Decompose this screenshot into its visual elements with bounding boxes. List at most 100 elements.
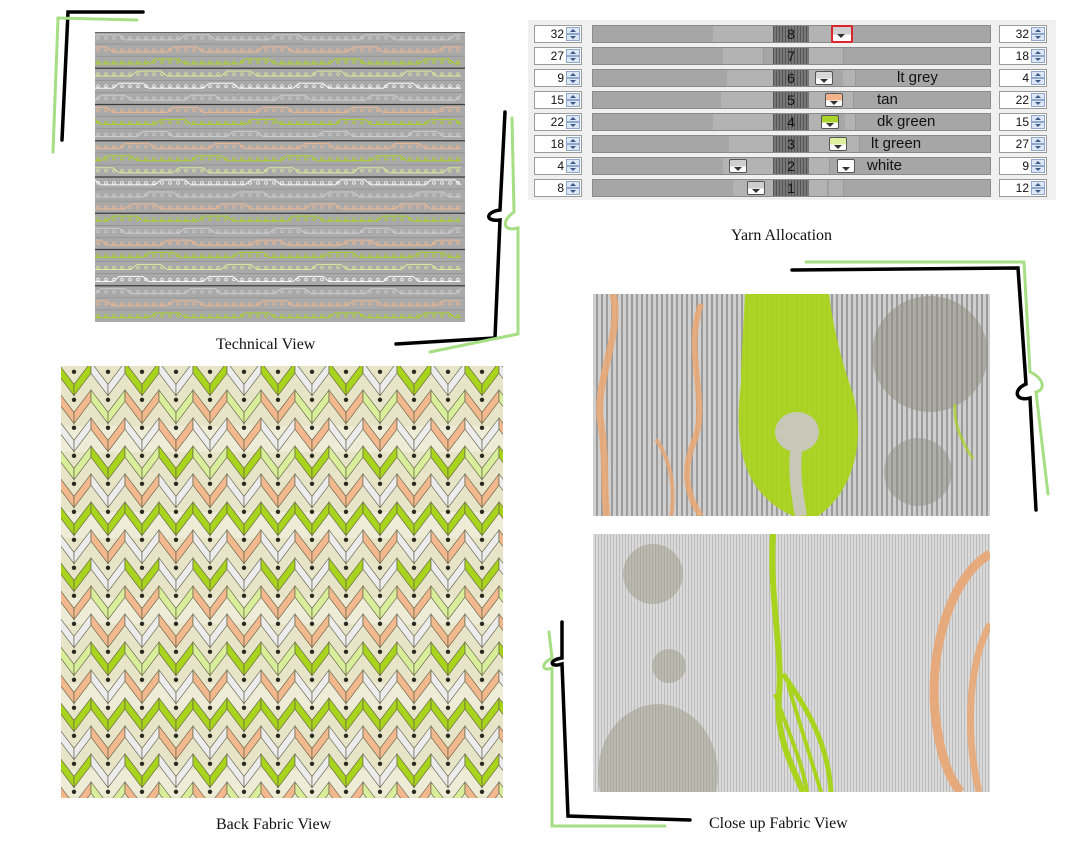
spinner-down-arrow-icon[interactable] xyxy=(566,166,580,173)
spinner-down-arrow-icon[interactable] xyxy=(1031,78,1045,85)
spinner-arrows[interactable] xyxy=(1031,115,1045,129)
technical-stitch-loop xyxy=(280,120,284,125)
spinner-arrows[interactable] xyxy=(566,137,580,151)
yarn-carrier-icon[interactable] xyxy=(829,137,847,151)
technical-stitch-loop xyxy=(440,301,444,306)
yarn-right-value-spinner-3[interactable]: 27 xyxy=(999,135,1047,153)
yarn-carrier-icon[interactable] xyxy=(747,181,765,195)
technical-stitch-loop xyxy=(192,48,196,52)
spinner-up-arrow-icon[interactable] xyxy=(1031,115,1045,122)
spinner-up-arrow-icon[interactable] xyxy=(1031,137,1045,144)
spinner-down-arrow-icon[interactable] xyxy=(566,144,580,151)
spinner-down-arrow-icon[interactable] xyxy=(1031,144,1045,151)
spinner-arrows[interactable] xyxy=(1031,159,1045,173)
technical-stitch-loop xyxy=(176,60,180,64)
yarn-right-value-spinner-7[interactable]: 18 xyxy=(999,47,1047,65)
spinner-up-arrow-icon[interactable] xyxy=(566,49,580,56)
spinner-down-arrow-icon[interactable] xyxy=(1031,34,1045,41)
feeder-bar-segment xyxy=(845,114,856,130)
spinner-arrows[interactable] xyxy=(566,71,580,85)
spinner-arrows[interactable] xyxy=(1031,27,1045,41)
spinner-up-arrow-icon[interactable] xyxy=(566,159,580,166)
spinner-up-arrow-icon[interactable] xyxy=(1031,159,1045,166)
spinner-up-arrow-icon[interactable] xyxy=(566,181,580,188)
technical-stitch-loop xyxy=(248,289,252,294)
spinner-arrows[interactable] xyxy=(566,159,580,173)
spinner-up-arrow-icon[interactable] xyxy=(1031,71,1045,78)
yarn-left-value-spinner-6[interactable]: 9 xyxy=(534,69,582,87)
spinner-up-arrow-icon[interactable] xyxy=(1031,181,1045,188)
technical-stitch-loop xyxy=(280,241,284,246)
yarn-right-value-spinner-1[interactable]: 12 xyxy=(999,179,1047,197)
spinner-arrows[interactable] xyxy=(1031,71,1045,85)
spinner-down-arrow-icon[interactable] xyxy=(566,56,580,63)
yarn-left-value-spinner-5[interactable]: 15 xyxy=(534,91,582,109)
yarn-carrier-icon[interactable] xyxy=(729,159,747,173)
spinner-arrows[interactable] xyxy=(566,93,580,107)
technical-stitch-loop xyxy=(392,229,396,233)
technical-stitch-loop xyxy=(200,169,204,173)
spinner-down-arrow-icon[interactable] xyxy=(1031,188,1045,195)
spinner-up-arrow-icon[interactable] xyxy=(566,71,580,78)
yarn-feeder-bar-7[interactable]: 7 xyxy=(592,47,991,65)
technical-stitch-loop xyxy=(416,265,420,270)
spinner-arrows[interactable] xyxy=(566,49,580,63)
yarn-carrier-icon[interactable] xyxy=(825,93,843,107)
selected-yarn-carrier-icon[interactable] xyxy=(831,25,853,43)
yarn-right-value-spinner-8[interactable]: 32 xyxy=(999,25,1047,43)
spinner-down-arrow-icon[interactable] xyxy=(1031,56,1045,63)
spinner-up-arrow-icon[interactable] xyxy=(566,27,580,34)
technical-stitch-loop xyxy=(248,156,252,161)
yarn-carrier-icon[interactable] xyxy=(821,115,839,129)
yarn-left-value-spinner-4[interactable]: 22 xyxy=(534,113,582,131)
technical-stitch-loop xyxy=(432,96,436,101)
technical-yarn-path xyxy=(95,179,462,186)
spinner-arrows[interactable] xyxy=(566,27,580,41)
spinner-down-arrow-icon[interactable] xyxy=(566,34,580,41)
spinner-up-arrow-icon[interactable] xyxy=(566,115,580,122)
spinner-arrows[interactable] xyxy=(1031,93,1045,107)
technical-stitch-loop xyxy=(280,156,284,161)
technical-stitch-loop xyxy=(288,36,292,40)
yarn-carrier-icon[interactable] xyxy=(815,71,833,85)
technical-stitch-loop xyxy=(408,169,412,173)
spinner-up-arrow-icon[interactable] xyxy=(566,137,580,144)
yarn-right-value-spinner-4[interactable]: 15 xyxy=(999,113,1047,131)
spinner-arrows[interactable] xyxy=(1031,49,1045,63)
spinner-down-arrow-icon[interactable] xyxy=(566,78,580,85)
yarn-left-value-spinner-2[interactable]: 4 xyxy=(534,157,582,175)
technical-stitch-loop xyxy=(408,314,412,318)
spinner-down-arrow-icon[interactable] xyxy=(1031,166,1045,173)
yarn-feeder-bar-8[interactable]: 8 xyxy=(592,25,991,43)
technical-stitch-loop xyxy=(256,277,260,282)
yarn-feeder-bar-1[interactable]: 1 xyxy=(592,179,991,197)
yarn-left-value-spinner-3[interactable]: 18 xyxy=(534,135,582,153)
spinner-arrows[interactable] xyxy=(566,115,580,129)
spinner-up-arrow-icon[interactable] xyxy=(566,93,580,100)
spinner-up-arrow-icon[interactable] xyxy=(1031,27,1045,34)
spinner-down-arrow-icon[interactable] xyxy=(566,188,580,195)
yarn-right-value-spinner-6[interactable]: 4 xyxy=(999,69,1047,87)
yarn-carrier-icon[interactable] xyxy=(837,159,855,173)
yarn-left-value-spinner-7[interactable]: 27 xyxy=(534,47,582,65)
spinner-arrows[interactable] xyxy=(566,181,580,195)
spinner-down-arrow-icon[interactable] xyxy=(1031,122,1045,129)
yarn-right-value-spinner-5[interactable]: 22 xyxy=(999,91,1047,109)
yarn-left-value-spinner-1[interactable]: 8 xyxy=(534,179,582,197)
spinner-up-arrow-icon[interactable] xyxy=(1031,93,1045,100)
spinner-down-arrow-icon[interactable] xyxy=(566,122,580,129)
spinner-arrows[interactable] xyxy=(1031,137,1045,151)
technical-stitch-loop xyxy=(232,36,236,40)
spinner-down-arrow-icon[interactable] xyxy=(566,100,580,107)
spinner-down-arrow-icon[interactable] xyxy=(1031,100,1045,107)
spinner-arrows[interactable] xyxy=(1031,181,1045,195)
spinner-up-arrow-icon[interactable] xyxy=(1031,49,1045,56)
knit-stitch-chevron xyxy=(192,585,228,621)
yarn-right-value-spinner-2[interactable]: 9 xyxy=(999,157,1047,175)
yarn-left-value-spinner-8[interactable]: 32 xyxy=(534,25,582,43)
